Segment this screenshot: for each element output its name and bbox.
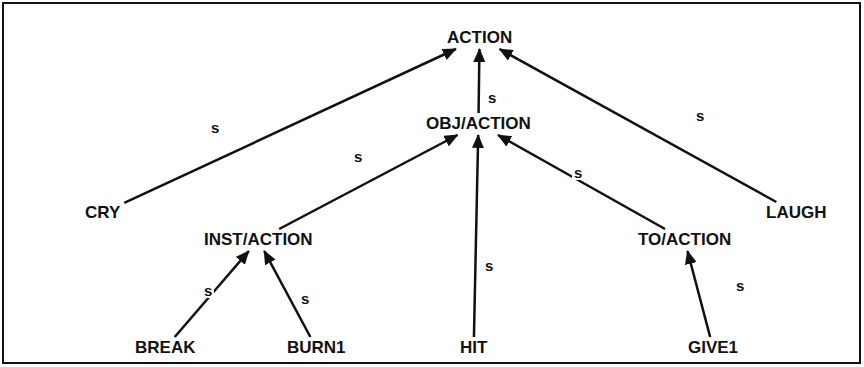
- edge-label: s: [486, 90, 498, 105]
- subset-arrow: [474, 135, 478, 337]
- subset-arrow: [499, 49, 776, 202]
- edge-label: s: [483, 258, 495, 273]
- concept-node: OBJ/ACTION: [422, 113, 535, 135]
- frame-border: [3, 3, 860, 363]
- edge-label: s: [572, 165, 584, 180]
- concept-node: CRY: [81, 202, 124, 224]
- concept-node: BREAK: [131, 337, 199, 359]
- edge-label: s: [202, 283, 214, 298]
- concept-node: GIVE1: [684, 337, 742, 359]
- subset-arrow: [477, 49, 480, 113]
- node-text: GIVE1: [688, 339, 738, 357]
- node-text: TO/ACTION: [638, 231, 731, 249]
- concept-node: BURN1: [283, 337, 350, 359]
- concept-node: LAUGH: [762, 202, 830, 224]
- subset-arrow: [124, 49, 456, 203]
- node-text: OBJ/ACTION: [426, 115, 531, 133]
- node-text: BREAK: [135, 339, 195, 357]
- subset-arrow: [279, 135, 457, 229]
- edge-label: s: [299, 291, 311, 306]
- edge-label: s: [352, 149, 364, 164]
- subset-arrow: [687, 251, 710, 337]
- edge-label: s: [734, 278, 746, 293]
- subset-arrow: [175, 251, 249, 337]
- node-text: INST/ACTION: [204, 231, 313, 249]
- subset-arrow: [264, 251, 310, 337]
- concept-node: TO/ACTION: [634, 229, 735, 251]
- node-text: LAUGH: [766, 204, 826, 222]
- node-text: HIT: [460, 339, 487, 357]
- subset-arrow: [498, 135, 665, 229]
- edge-label: s: [209, 120, 221, 135]
- node-text: ACTION: [447, 29, 512, 47]
- node-text: CRY: [85, 204, 120, 222]
- concept-node: HIT: [456, 337, 491, 359]
- node-text: BURN1: [287, 339, 346, 357]
- concept-node: INST/ACTION: [200, 229, 317, 251]
- edge-label: s: [694, 108, 706, 123]
- concept-node: ACTION: [443, 27, 516, 49]
